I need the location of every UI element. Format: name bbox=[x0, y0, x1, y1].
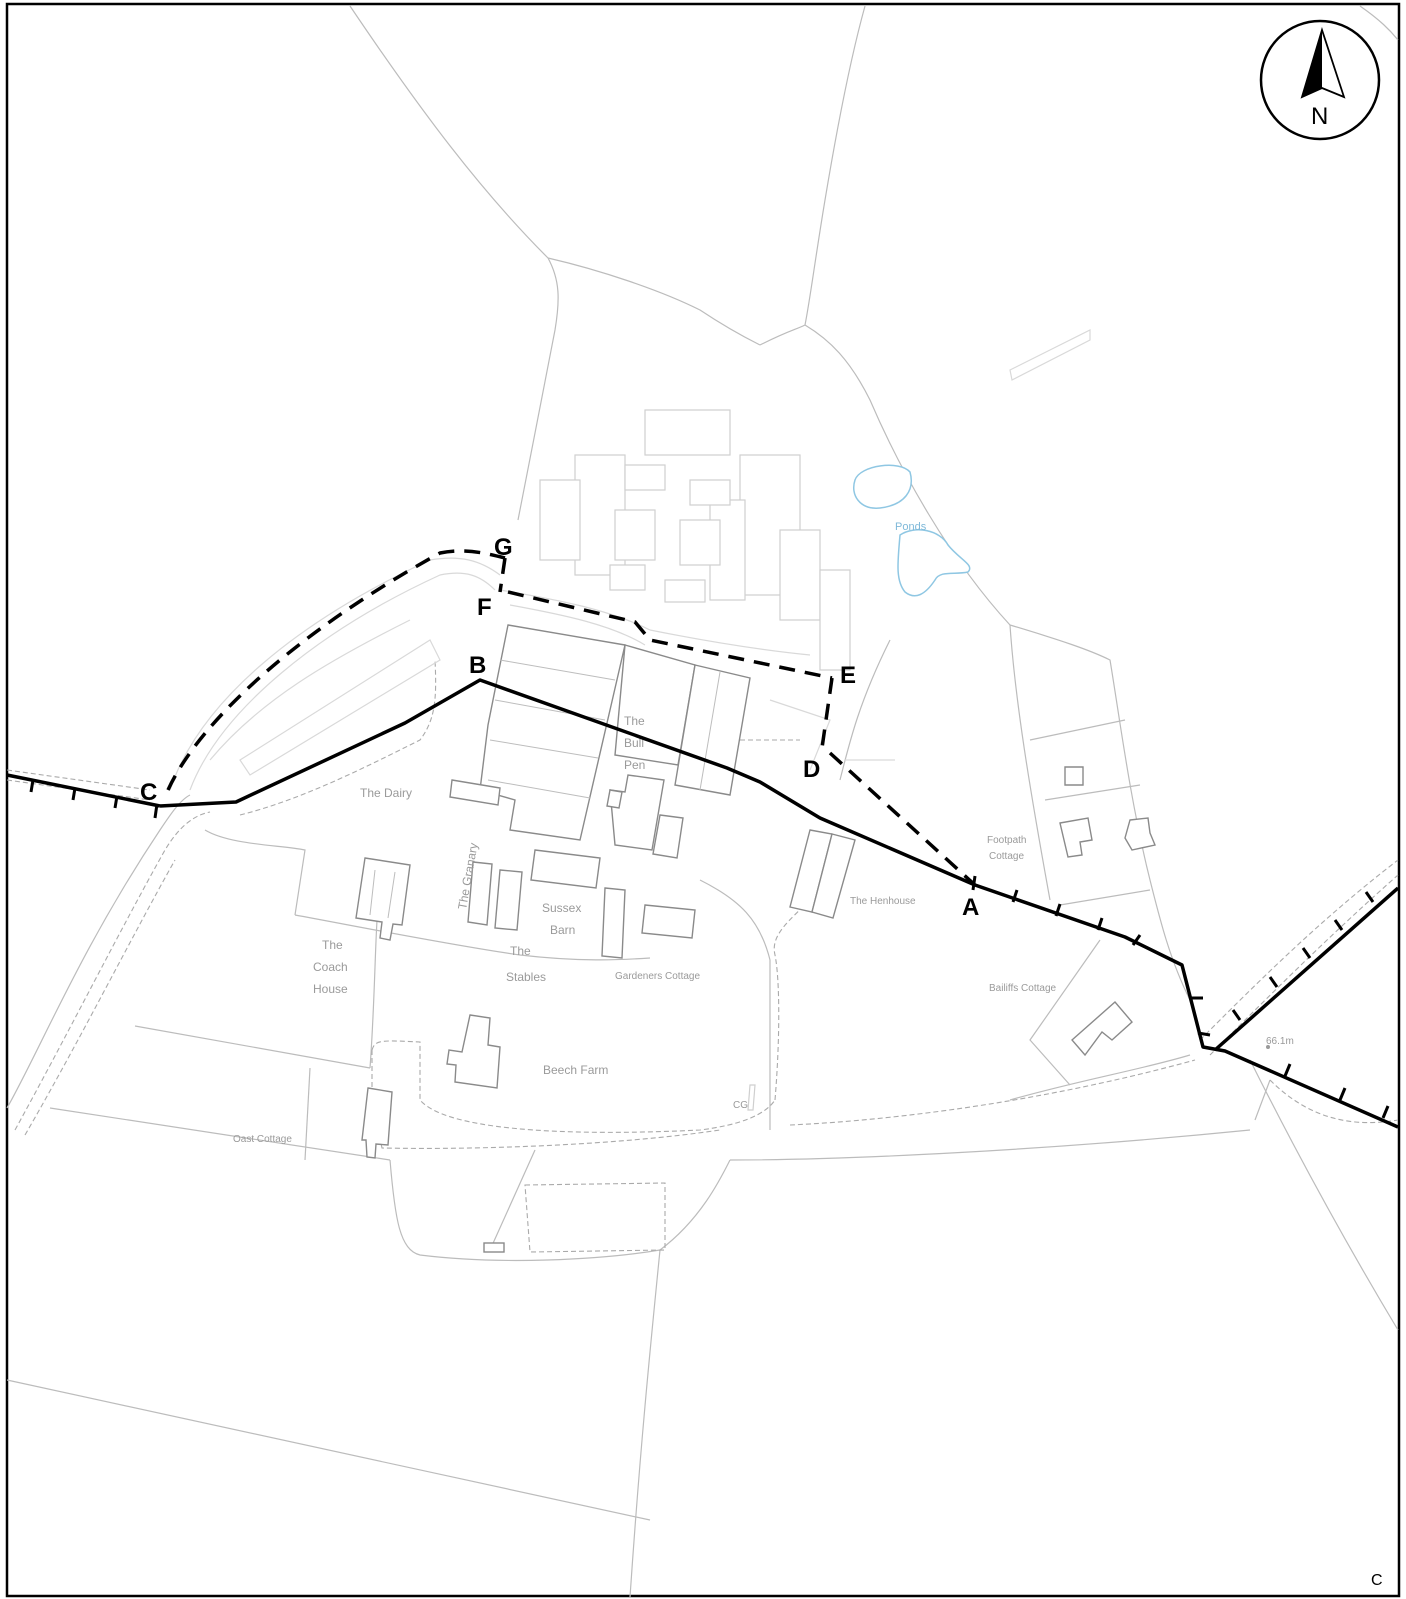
point-label-a: A bbox=[962, 894, 979, 921]
corner-label: C bbox=[1371, 1572, 1383, 1589]
north-arrow: N bbox=[1259, 19, 1381, 141]
label-gardeners-cottage: Gardeners Cottage bbox=[615, 971, 700, 982]
car-park-structures bbox=[539, 409, 851, 671]
label-the-henhouse: The Henhouse bbox=[850, 896, 916, 907]
route-f-to-e bbox=[507, 590, 833, 680]
farm-roads bbox=[169, 329, 1091, 791]
label-footpath-cottage-2: Cottage bbox=[989, 851, 1024, 862]
route-g-to-f bbox=[498, 557, 507, 593]
point-label-f: F bbox=[477, 594, 492, 621]
label-bull-pen-1: The bbox=[624, 714, 645, 728]
label-coach-house-3: House bbox=[313, 982, 348, 996]
route-point-labels: A B C D E F G bbox=[140, 534, 979, 921]
route-existing bbox=[6, 678, 1400, 1129]
spot-height-marker bbox=[1266, 1045, 1270, 1049]
point-label-d: D bbox=[803, 756, 820, 783]
point-label-g: G bbox=[494, 534, 513, 561]
point-label-c: C bbox=[140, 779, 157, 806]
label-stables-1: The bbox=[510, 944, 531, 958]
route-d-to-a bbox=[828, 751, 977, 887]
map-labels: The Dairy The Bull Pen The Granary Susse… bbox=[233, 521, 1294, 1145]
label-oast-cottage: Oast Cottage bbox=[233, 1134, 292, 1145]
route-c-to-b-to-a bbox=[159, 678, 976, 887]
label-cg: CG bbox=[733, 1100, 748, 1111]
label-bull-pen-2: Bull bbox=[624, 736, 644, 750]
label-coach-house-2: Coach bbox=[313, 960, 348, 974]
route-e-to-d bbox=[820, 677, 834, 749]
label-sussex-barn-1: Sussex bbox=[542, 901, 581, 915]
route-proposed bbox=[166, 549, 977, 887]
point-label-e: E bbox=[840, 662, 856, 689]
label-ponds: Ponds bbox=[895, 521, 927, 533]
label-spot-height: 66.1m bbox=[1266, 1036, 1294, 1047]
label-bailiffs-cottage: Bailiffs Cottage bbox=[989, 983, 1057, 994]
pond-south bbox=[897, 529, 971, 597]
label-bull-pen-3: Pen bbox=[624, 758, 645, 772]
tracks bbox=[6, 659, 1399, 1253]
map-frame bbox=[5, 2, 1401, 1598]
label-sussex-barn-2: Barn bbox=[550, 923, 575, 937]
ponds bbox=[853, 464, 971, 597]
label-footpath-cottage-1: Footpath bbox=[987, 835, 1026, 846]
north-arrow-label: N bbox=[1311, 103, 1328, 130]
label-coach-house-1: The bbox=[322, 938, 343, 952]
buildings bbox=[355, 624, 1156, 1253]
label-beech-farm: Beech Farm bbox=[543, 1063, 608, 1077]
pond-north bbox=[853, 464, 912, 509]
label-stables-2: Stables bbox=[506, 970, 546, 984]
point-label-b: B bbox=[469, 652, 486, 679]
label-the-dairy: The Dairy bbox=[360, 786, 412, 800]
route-northeast bbox=[1213, 886, 1400, 1052]
field-boundaries bbox=[6, 5, 1399, 1598]
route-c-to-g bbox=[166, 549, 506, 791]
